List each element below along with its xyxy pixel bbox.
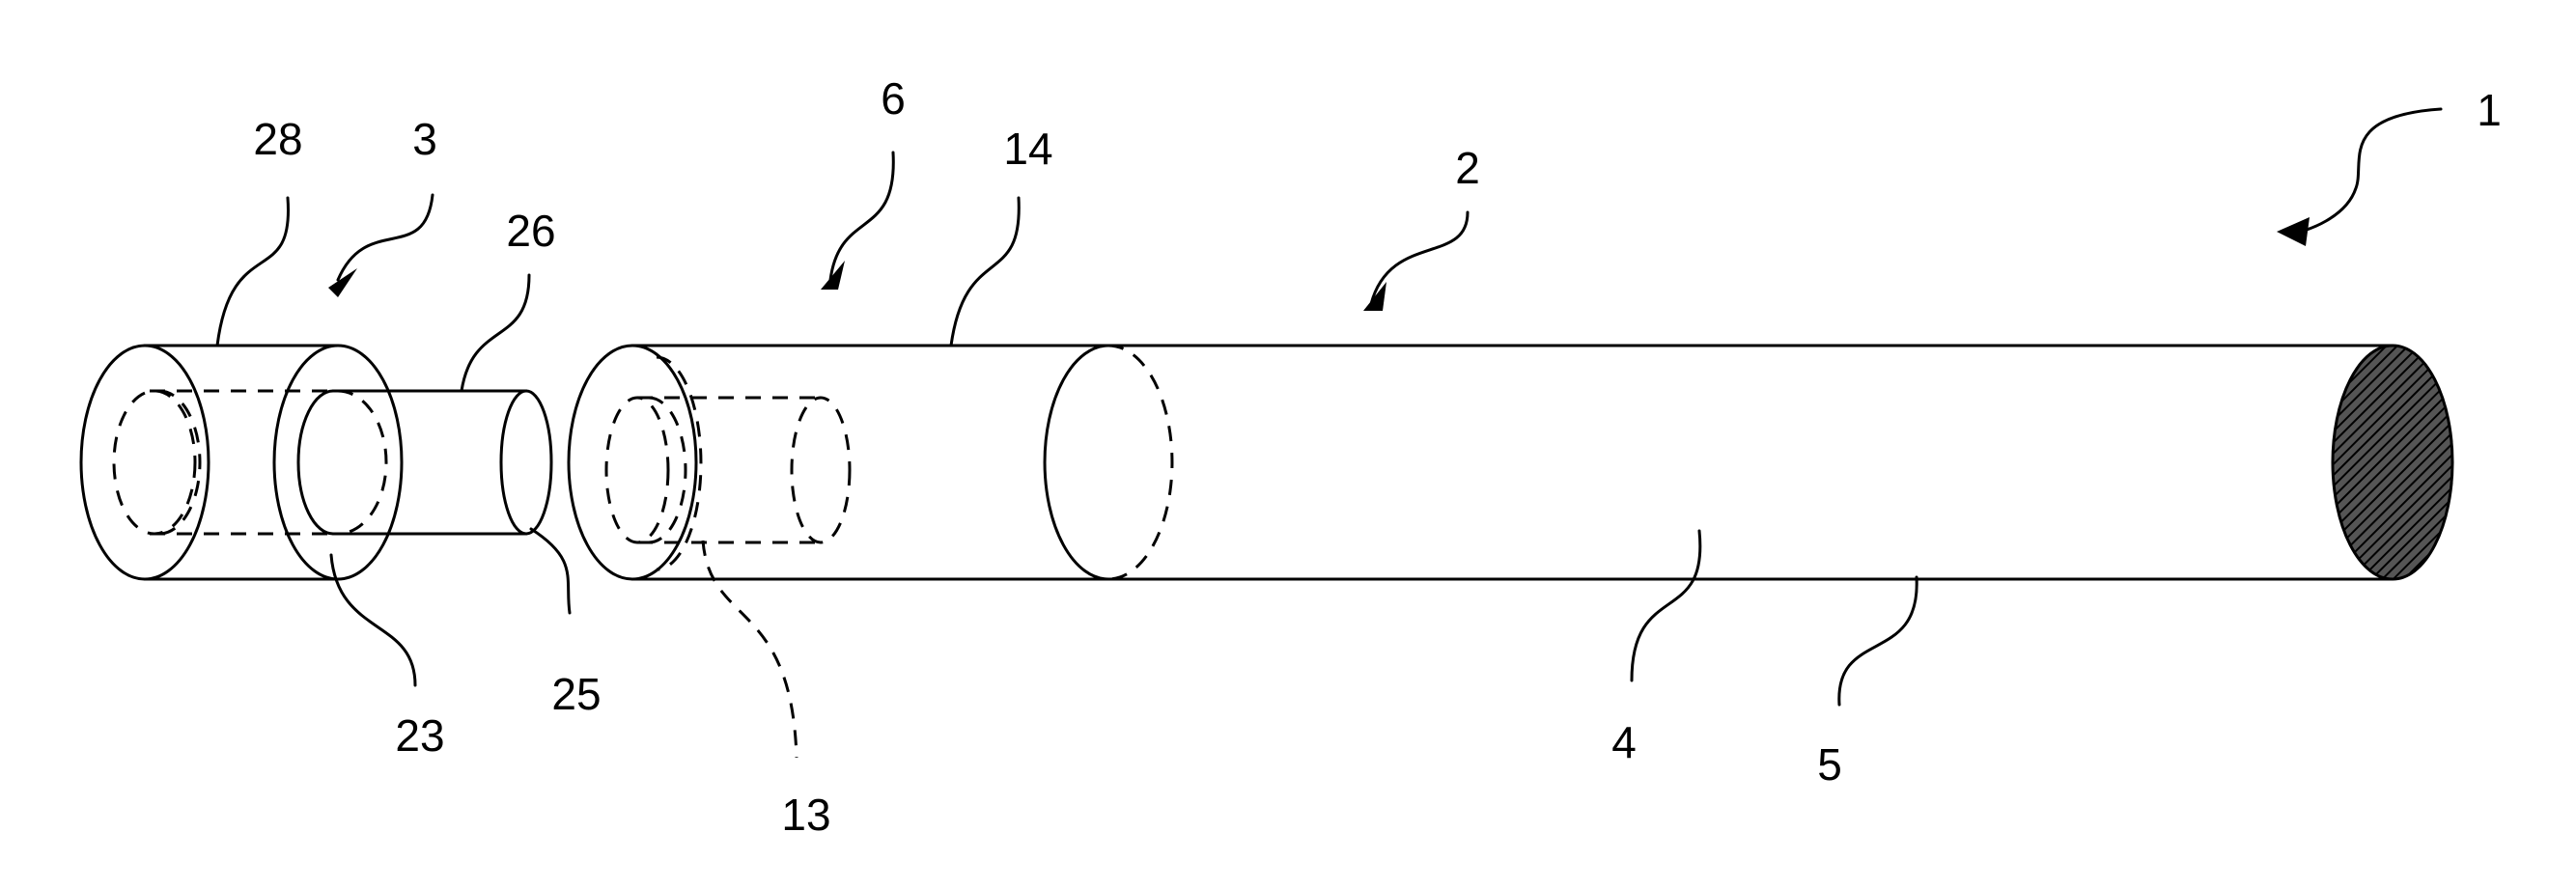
socket-closed-end — [792, 398, 850, 542]
label-23: 23 — [395, 710, 444, 761]
leader-5 — [1839, 577, 1917, 705]
leader-14 — [951, 198, 1019, 346]
leader-23 — [331, 555, 415, 685]
leader-13 — [703, 541, 797, 758]
leader-28 — [217, 198, 289, 346]
mouthpiece-left-end — [81, 346, 209, 579]
spigot-hidden-edge — [338, 391, 386, 534]
body-left-end-hidden — [657, 357, 701, 569]
label-25: 25 — [551, 669, 601, 719]
label-4: 4 — [1611, 717, 1637, 767]
mouthpiece-right-end — [274, 346, 402, 579]
leader-26 — [462, 275, 529, 391]
label-1: 1 — [2477, 85, 2502, 135]
mouthpiece-bore-left-end — [114, 391, 195, 534]
leader-4 — [1632, 531, 1700, 680]
spigot-entry-curve — [298, 391, 333, 534]
label-28: 28 — [253, 114, 302, 164]
label-5: 5 — [1817, 739, 1842, 790]
main-body — [569, 346, 2452, 579]
hatched-end-face — [2333, 346, 2452, 579]
leader-25 — [531, 529, 570, 613]
label-3: 3 — [412, 114, 437, 164]
body-left-end — [569, 346, 696, 579]
arrowhead-1 — [2277, 217, 2310, 246]
label-26: 26 — [506, 206, 555, 256]
label-6: 6 — [881, 73, 906, 124]
spigot-end — [501, 391, 551, 534]
leader-2 — [1371, 212, 1468, 304]
leader-3 — [338, 195, 433, 280]
label-13: 13 — [781, 790, 830, 840]
reference-numerals: 1 2 3 4 5 6 13 14 23 25 26 28 — [253, 73, 2501, 840]
leader-6 — [830, 153, 893, 280]
mouthpiece — [81, 346, 551, 579]
segment-boundary-front — [1045, 346, 1108, 579]
socket-open-end — [606, 398, 668, 542]
segment-boundary-hidden — [1108, 346, 1172, 579]
label-14: 14 — [1003, 124, 1052, 174]
arrowhead-2 — [1363, 282, 1386, 311]
label-2: 2 — [1455, 143, 1480, 193]
leader-1 — [2290, 109, 2441, 234]
